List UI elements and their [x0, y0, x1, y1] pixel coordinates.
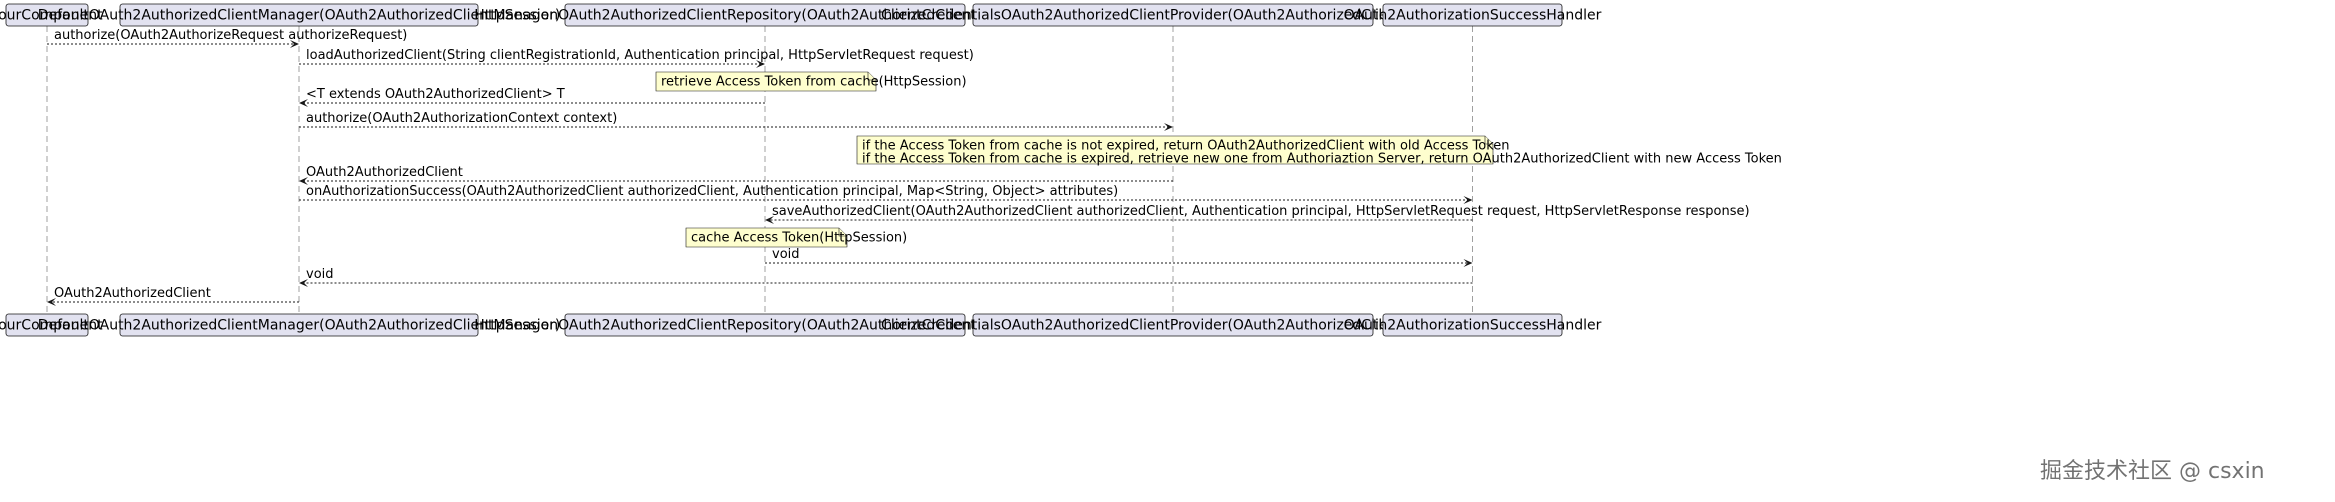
message-3: <T extends OAuth2AuthorizedClient> T — [299, 87, 765, 107]
arrowhead-icon — [1463, 259, 1473, 267]
note-box — [655, 71, 877, 92]
participant-box — [1382, 3, 1563, 27]
note-fold-icon — [838, 228, 847, 237]
note-line: retrieve Access Token from cache(HttpSes… — [661, 75, 967, 90]
message-label: OAuth2AuthorizedClient — [54, 286, 211, 301]
message-label: loadAuthorizedClient(String clientRegist… — [306, 48, 974, 63]
participant-box — [1382, 313, 1563, 337]
participant-label: YourComponent — [0, 8, 103, 24]
note-2: retrieve Access Token from cache(HttpSes… — [655, 71, 967, 92]
message-label: void — [306, 267, 334, 282]
participant-label: HttpSessionOAuth2AuthorizedClientReposit… — [474, 318, 1055, 334]
note-fold-icon — [1484, 136, 1493, 145]
watermark-text: 掘金技术社区 @ csxin — [2040, 459, 2265, 484]
participant-box — [972, 313, 1374, 337]
participant-label: DefaultOAuth2AuthorizedClientManager(OAu… — [38, 8, 561, 24]
note-box — [856, 135, 1494, 165]
message-6: OAuth2AuthorizedClient — [299, 165, 1173, 185]
participant-box — [564, 3, 966, 27]
participant-repo-top: HttpSessionOAuth2AuthorizedClientReposit… — [474, 3, 1056, 27]
participant-provider-bottom: ClientCredentialsOAuth2AuthorizedClientP… — [881, 313, 1465, 337]
arrowhead-icon — [299, 177, 308, 185]
arrowhead-icon — [765, 216, 774, 224]
arrowhead-icon — [756, 60, 765, 68]
message-10: void — [765, 247, 1473, 267]
participant-label: ClientCredentialsOAuth2AuthorizedClientP… — [881, 8, 1465, 24]
arrowhead-icon — [47, 298, 56, 306]
participant-manager-bottom: DefaultOAuth2AuthorizedClientManager(OAu… — [38, 313, 561, 337]
arrowhead-icon — [299, 279, 308, 287]
participant-label: DefaultOAuth2AuthorizedClientManager(OAu… — [38, 318, 561, 334]
message-7: onAuthorizationSuccess(OAuth2AuthorizedC… — [299, 184, 1473, 204]
arrowhead-icon — [299, 99, 308, 107]
message-1: loadAuthorizedClient(String clientRegist… — [299, 48, 974, 68]
participant-label: YourComponent — [0, 318, 103, 334]
message-label: authorize(OAuth2AuthorizationContext con… — [306, 111, 617, 126]
note-9: cache Access Token(HttpSession) — [685, 227, 907, 248]
note-line: cache Access Token(HttpSession) — [691, 231, 907, 246]
message-8: saveAuthorizedClient(OAuth2AuthorizedCli… — [765, 204, 1750, 224]
arrowhead-icon — [1164, 123, 1173, 131]
message-4: authorize(OAuth2AuthorizationContext con… — [299, 111, 1173, 131]
participant-box — [5, 3, 89, 27]
participant-provider-top: ClientCredentialsOAuth2AuthorizedClientP… — [881, 3, 1465, 27]
message-12: OAuth2AuthorizedClient — [47, 286, 299, 306]
participant-label: OAuth2AuthorizationSuccessHandler — [1344, 318, 1602, 334]
participant-box — [564, 313, 966, 337]
arrowhead-icon — [1463, 196, 1473, 204]
note-box — [685, 227, 848, 248]
participant-handler-top: OAuth2AuthorizationSuccessHandler — [1344, 3, 1602, 27]
note-line: if the Access Token from cache is expire… — [862, 152, 1782, 167]
note-5: if the Access Token from cache is not ex… — [856, 135, 1782, 167]
participant-box — [119, 3, 479, 27]
participant-repo-bottom: HttpSessionOAuth2AuthorizedClientReposit… — [474, 313, 1056, 337]
message-label: void — [772, 247, 800, 262]
participant-box — [5, 313, 89, 337]
participant-client-bottom: YourComponent — [0, 313, 103, 337]
message-label: OAuth2AuthorizedClient — [306, 165, 463, 180]
participant-manager-top: DefaultOAuth2AuthorizedClientManager(OAu… — [38, 3, 561, 27]
message-label: onAuthorizationSuccess(OAuth2AuthorizedC… — [306, 184, 1118, 199]
participants-bottom: YourComponentDefaultOAuth2AuthorizedClie… — [0, 313, 1602, 337]
participants-top: YourComponentDefaultOAuth2AuthorizedClie… — [0, 3, 1602, 27]
message-0: authorize(OAuth2AuthorizeRequest authori… — [47, 28, 407, 48]
notes: retrieve Access Token from cache(HttpSes… — [655, 71, 1782, 248]
participant-client-top: YourComponent — [0, 3, 103, 27]
participant-label: ClientCredentialsOAuth2AuthorizedClientP… — [881, 318, 1465, 334]
lifelines — [46, 26, 1473, 314]
message-11: void — [299, 267, 1473, 287]
arrowhead-icon — [290, 40, 299, 48]
participant-box — [119, 313, 479, 337]
participant-label: OAuth2AuthorizationSuccessHandler — [1344, 8, 1602, 24]
participant-label: HttpSessionOAuth2AuthorizedClientReposit… — [474, 8, 1055, 24]
participant-handler-bottom: OAuth2AuthorizationSuccessHandler — [1344, 313, 1602, 337]
note-line: if the Access Token from cache is not ex… — [862, 139, 1510, 154]
messages: authorize(OAuth2AuthorizeRequest authori… — [47, 28, 1750, 306]
message-label: saveAuthorizedClient(OAuth2AuthorizedCli… — [772, 204, 1750, 219]
message-label: authorize(OAuth2AuthorizeRequest authori… — [54, 28, 407, 43]
message-label: <T extends OAuth2AuthorizedClient> T — [306, 87, 565, 102]
participant-box — [972, 3, 1374, 27]
note-fold-icon — [867, 72, 876, 81]
